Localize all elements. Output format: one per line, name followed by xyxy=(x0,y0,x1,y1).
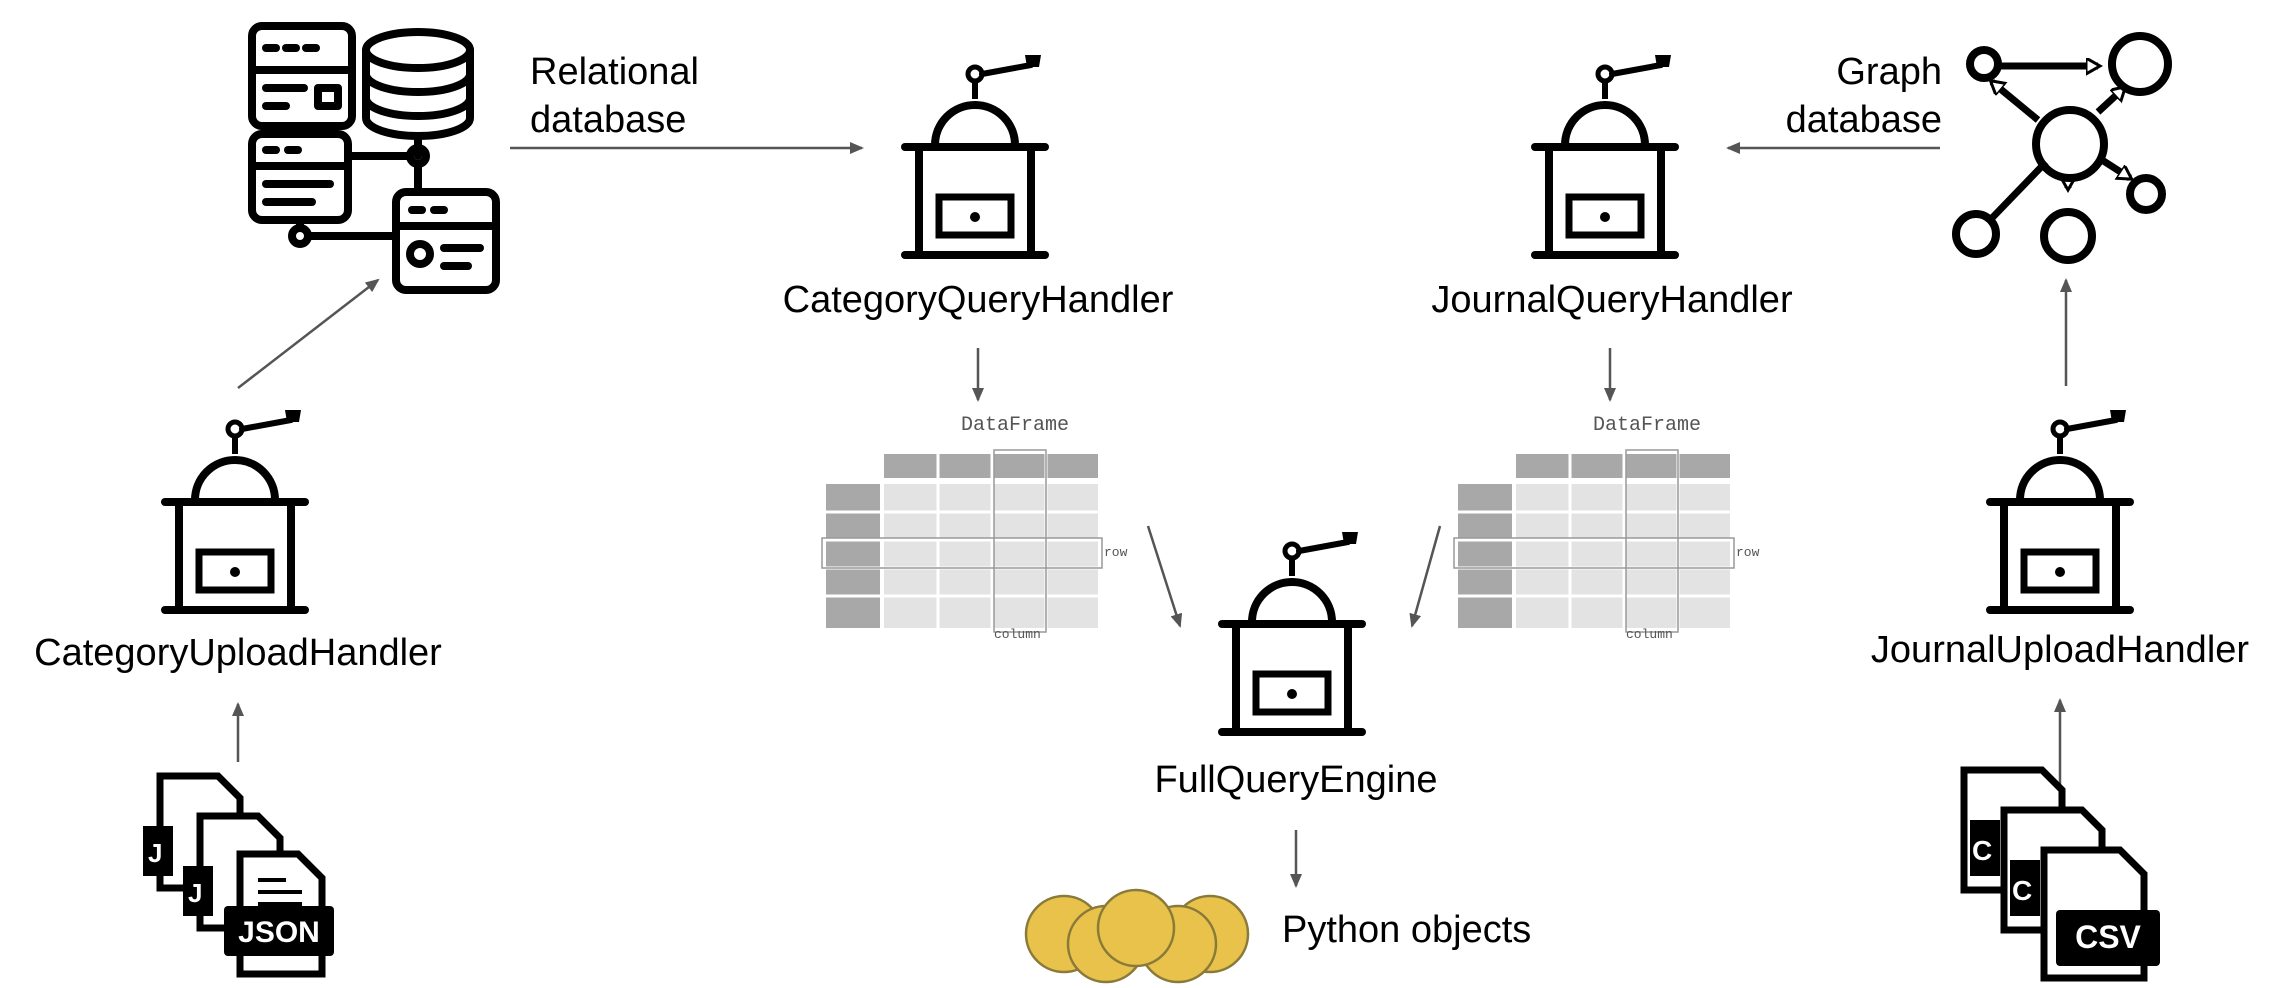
graph-database-label-line2: database xyxy=(1786,99,1942,141)
relational-database-label-line2: database xyxy=(530,99,686,141)
arrow-left-dataframe-to-engine xyxy=(1146,525,1183,628)
dataframe-right: DataFrame row column xyxy=(1453,414,1760,642)
full-query-engine-icon xyxy=(1222,532,1362,732)
dataframe-left: DataFrame row column xyxy=(821,414,1128,642)
graph-database-icon xyxy=(1952,32,2172,264)
journal-upload-handler-icon xyxy=(1990,410,2130,610)
category-query-handler-label: CategoryQueryHandler xyxy=(783,279,1174,321)
graph-database-label-line1: Graph xyxy=(1836,51,1942,93)
csv-file-back-badge: C xyxy=(1972,835,1992,866)
csv-file-front: CSV xyxy=(2040,846,2160,982)
dataframe-title: DataFrame xyxy=(1593,414,1701,437)
json-file-back-badge: J xyxy=(148,838,162,868)
arrow-category-upload-to-relational xyxy=(237,278,380,389)
category-upload-handler-label: CategoryUploadHandler xyxy=(34,632,442,674)
dataframe-column-label: column xyxy=(1626,627,1673,642)
dataframe-row-label: row xyxy=(1104,545,1128,560)
journal-query-handler-label: JournalQueryHandler xyxy=(1431,279,1793,321)
python-objects-label: Python objects xyxy=(1282,909,1531,951)
json-file-front: JSON xyxy=(224,850,334,978)
csv-files-icon: C C CSV xyxy=(1960,766,2160,982)
csv-file-badge: CSV xyxy=(2075,919,2141,955)
python-objects-coins xyxy=(1024,888,1250,984)
arrow-right-dataframe-to-engine xyxy=(1409,525,1442,628)
coin xyxy=(1096,888,1176,968)
category-upload-handler-icon xyxy=(165,410,305,610)
json-files-icon: J J JSON xyxy=(143,772,334,978)
full-query-engine-label: FullQueryEngine xyxy=(1154,759,1437,801)
category-query-handler-icon xyxy=(905,55,1045,255)
relational-database-icon xyxy=(248,22,500,294)
journal-query-handler-icon xyxy=(1535,55,1675,255)
dataframe-title: DataFrame xyxy=(961,414,1069,437)
journal-upload-handler-label: JournalUploadHandler xyxy=(1871,629,2249,671)
json-file-middle-badge: J xyxy=(188,878,202,908)
json-file-badge: JSON xyxy=(238,916,320,949)
dataframe-column-label: column xyxy=(994,627,1041,642)
dataframe-row-label: row xyxy=(1736,545,1760,560)
csv-file-middle-badge: C xyxy=(2012,875,2032,906)
relational-database-label-line1: Relational xyxy=(530,51,699,93)
